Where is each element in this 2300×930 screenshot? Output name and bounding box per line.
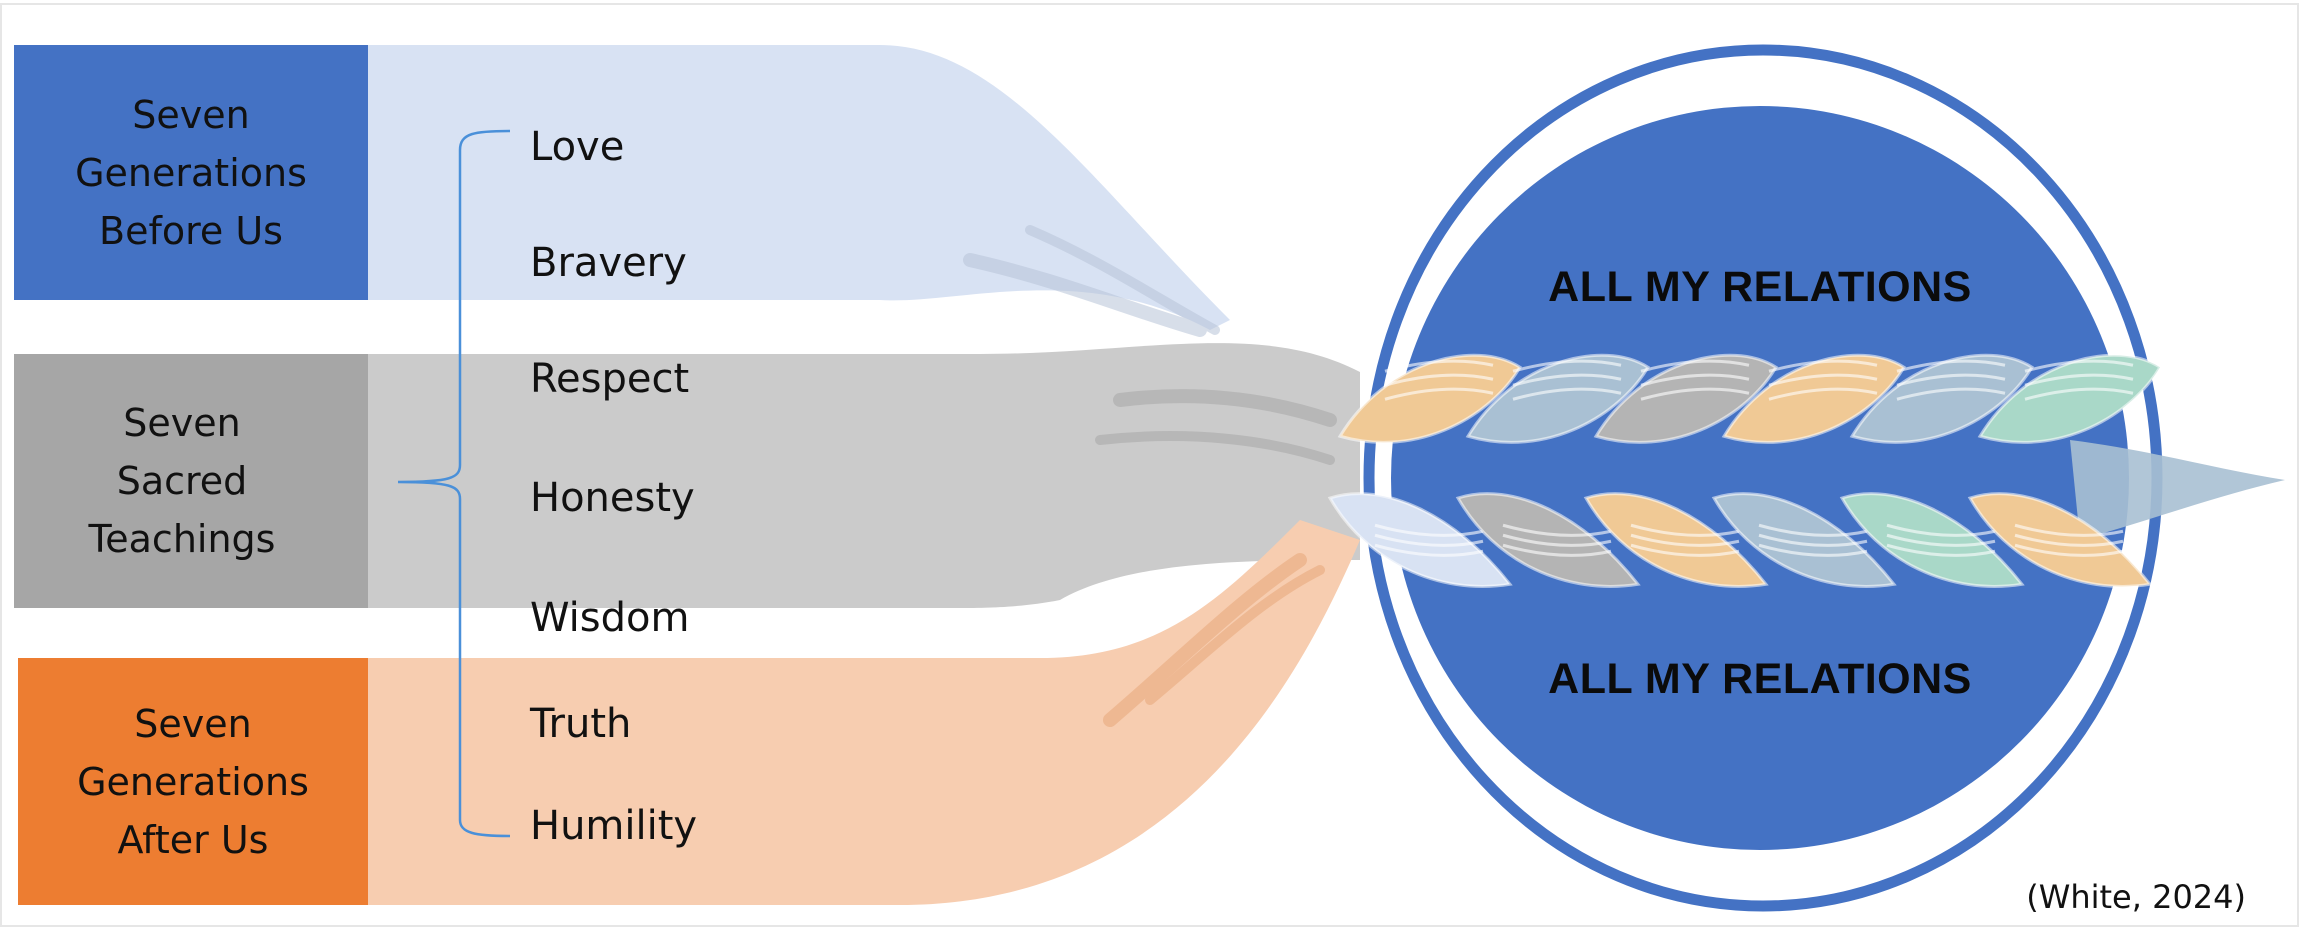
braid-strand-lower-1-feather-line <box>1374 543 1484 558</box>
braid-strand-lower-6-feather-line <box>2014 523 2124 538</box>
before-box-label: Seven Generations Before Us <box>75 92 307 253</box>
braid-strand-lower-3-feather-line <box>1630 523 1740 538</box>
teachings-box-label: Seven Sacred Teachings <box>88 401 276 561</box>
teaching-respect: Respect <box>530 356 690 402</box>
braid-strand-upper-6-feather-line <box>2024 387 2134 401</box>
braid-strand-lower-5-feather-line <box>1886 543 1996 558</box>
braid-strand-lower-5-feather-line <box>1886 533 1996 548</box>
braid-strand-upper-2-feather-line <box>1512 387 1622 401</box>
teachings-bracket <box>397 129 511 838</box>
braid-strand-upper-1-feather-line <box>1384 359 1494 373</box>
braid-strand-upper-2-feather-line <box>1512 359 1622 373</box>
teachings-box <box>14 354 368 608</box>
braid-strand-lower-4 <box>1711 492 1897 588</box>
braid-strand-upper-4-feather-line <box>1768 359 1878 373</box>
braid-strand-upper-3-feather-line <box>1640 373 1750 387</box>
braid-strand-lower-4-feather-line <box>1758 523 1868 538</box>
teaching-honesty: Honesty <box>530 475 695 521</box>
braid-strand-upper-6-feather-line <box>2024 373 2134 387</box>
braid-strand-upper-4-feather-line <box>1768 387 1878 401</box>
braid-strand-upper-3-feather-line <box>1640 387 1750 401</box>
braid-tail <box>2070 440 2285 540</box>
braid-strand-lower-6-feather-line <box>2014 543 2124 558</box>
teaching-wisdom: Wisdom <box>530 595 690 641</box>
braid-strand-upper-6-feather-line <box>2024 359 2134 373</box>
braid-strand-upper-5-feather-line <box>1896 373 2006 387</box>
braid-strand-lower-1 <box>1327 492 1513 588</box>
braid-strand-lower-2-feather-line <box>1502 533 1612 548</box>
teachings-strand <box>365 343 1360 608</box>
braid-strand-lower-2-feather-line <box>1502 543 1612 558</box>
teaching-humility: Humility <box>530 803 698 849</box>
teaching-bravery: Bravery <box>530 240 687 286</box>
braid-strand-upper-2-feather-line <box>1512 373 1622 387</box>
braid-strand-lower-4-feather-line <box>1758 543 1868 558</box>
figure-frame <box>0 3 2299 927</box>
teaching-love: Love <box>530 124 625 170</box>
before-box <box>14 45 368 300</box>
braid-strand-lower-3-feather-line <box>1630 543 1740 558</box>
after-strand <box>365 520 1360 905</box>
braid-strand-upper-3-feather-line <box>1640 359 1750 373</box>
braid-strand-lower-5-feather-line <box>1886 523 1996 538</box>
braid-strand-upper-1-feather-line <box>1384 373 1494 387</box>
braid-strand-lower-1-feather-line <box>1374 533 1484 548</box>
braid-strand-lower-3 <box>1583 492 1769 588</box>
braid-strand-lower-5 <box>1839 492 2025 588</box>
braid-strand-upper-5-feather-line <box>1896 359 2006 373</box>
strand-feathering <box>963 225 1337 727</box>
braid-strand-upper-5-feather-line <box>1896 387 2006 401</box>
braid-strand-lower-2-feather-line <box>1502 523 1612 538</box>
braid-strand-lower-4-feather-line <box>1758 533 1868 548</box>
braid-strand-lower-6 <box>1967 492 2153 588</box>
relations-circle <box>1391 106 2129 850</box>
braid-strand-upper-4-feather-line <box>1768 373 1878 387</box>
braid-strand-lower-1-feather-line <box>1374 523 1484 538</box>
after-box <box>18 658 368 905</box>
braid-strand-lower-6-feather-line <box>2014 533 2124 548</box>
teaching-truth: Truth <box>530 701 632 747</box>
braid-strand-upper-1-feather-line <box>1384 387 1494 401</box>
braid <box>1327 353 2163 588</box>
before-strand <box>365 45 1230 330</box>
circle-top-label: ALL MY RELATIONS <box>1548 263 1972 311</box>
circle-bottom-label: ALL MY RELATIONS <box>1548 655 1972 703</box>
braid-strand-lower-2 <box>1455 492 1641 588</box>
citation: (White, 2024) <box>2026 878 2246 916</box>
after-box-label: Seven Generations After Us <box>77 701 309 862</box>
braid-strand-lower-3-feather-line <box>1630 533 1740 548</box>
